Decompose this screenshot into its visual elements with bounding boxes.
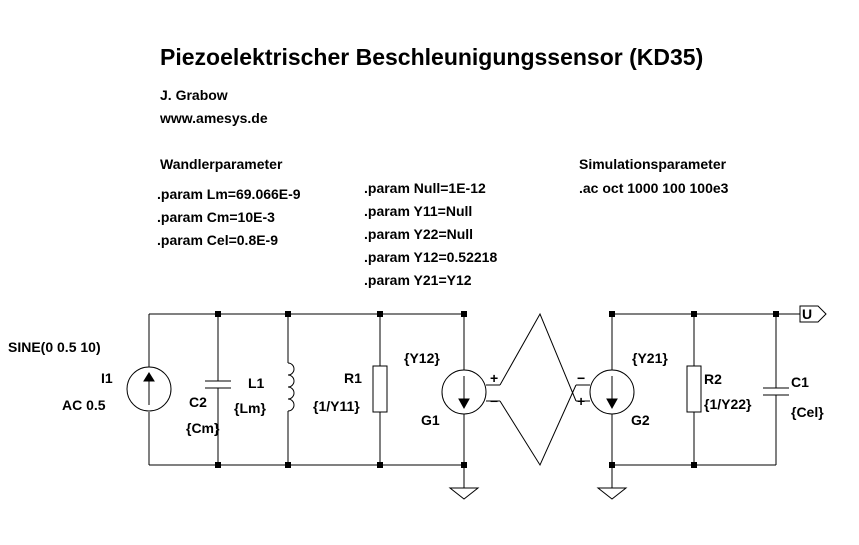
i1-func-label: SINE(0 0.5 10)	[8, 339, 101, 355]
ground-symbol-g1	[448, 487, 480, 500]
output-port-label: U	[802, 306, 812, 322]
page-title: Piezoelektrischer Beschleunigungssensor …	[160, 44, 704, 70]
simulation-heading: Simulationsparameter	[579, 156, 727, 172]
r1-name-label: R1	[344, 370, 362, 386]
r2-body	[686, 365, 702, 413]
c1-name-label: C1	[791, 374, 809, 390]
param-line: .param Y22=Null	[364, 226, 474, 242]
l1-value-label: {Lm}	[234, 400, 266, 416]
i1-value-label: AC 0.5	[62, 397, 106, 413]
junction-dot	[609, 462, 615, 468]
junction-dot	[773, 311, 779, 317]
c1-value-label: {Cel}	[791, 404, 824, 420]
c2-name-label: C2	[189, 394, 207, 410]
g1-value-label: {Y12}	[404, 350, 440, 366]
g1-name-label: G1	[421, 412, 440, 428]
cross-wire-lower	[499, 384, 577, 467]
l1-name-label: L1	[248, 375, 265, 391]
junction-dot	[691, 462, 697, 468]
g2-value-label: {Y21}	[632, 350, 668, 366]
transducer-line: .param Cm=10E-3	[157, 209, 275, 225]
l1-coil	[287, 362, 295, 412]
transducer-line: .param Lm=69.066E-9	[157, 186, 301, 202]
junction-dot	[285, 311, 291, 317]
g2-minus-sign: −	[577, 370, 585, 386]
g1-minus-sign: −	[490, 393, 498, 409]
junction-dot	[691, 311, 697, 317]
transducer-heading: Wandlerparameter	[160, 156, 283, 172]
output-port-flag	[799, 305, 827, 323]
g2-arrow-head	[606, 398, 618, 410]
c2-value-label: {Cm}	[186, 420, 220, 436]
r1-body	[372, 365, 388, 413]
param-line: .param Y11=Null	[364, 203, 473, 219]
r1-value-label: {1/Y11}	[313, 398, 360, 414]
g2-plus-sign: +	[577, 393, 585, 409]
i1-name-label: I1	[101, 370, 113, 386]
junction-dot	[215, 311, 221, 317]
junction-dot	[377, 311, 383, 317]
junction-dot	[215, 462, 221, 468]
junction-dot	[461, 311, 467, 317]
junction-dot	[285, 462, 291, 468]
website: www.amesys.de	[160, 110, 268, 126]
param-line: .param Null=1E-12	[364, 180, 486, 196]
author: J. Grabow	[160, 87, 228, 103]
cross-wire-upper	[499, 312, 577, 402]
i1-source-circle	[126, 366, 172, 412]
r2-value-label: {1/Y22}	[704, 396, 752, 412]
param-line: .param Y12=0.52218	[364, 249, 498, 265]
g1-plus-sign: +	[490, 370, 498, 386]
junction-dot	[461, 462, 467, 468]
transducer-line: .param Cel=0.8E-9	[157, 232, 279, 248]
g2-name-label: G2	[631, 412, 650, 428]
junction-dot	[377, 462, 383, 468]
junction-dot	[609, 311, 615, 317]
r2-name-label: R2	[704, 371, 722, 387]
simulation-line: .ac oct 1000 100 100e3	[579, 180, 729, 196]
param-line: .param Y21=Y12	[364, 272, 472, 288]
i1-arrow-head	[143, 372, 155, 382]
g1-arrow-head	[458, 398, 470, 410]
ground-symbol-g2	[596, 487, 628, 500]
